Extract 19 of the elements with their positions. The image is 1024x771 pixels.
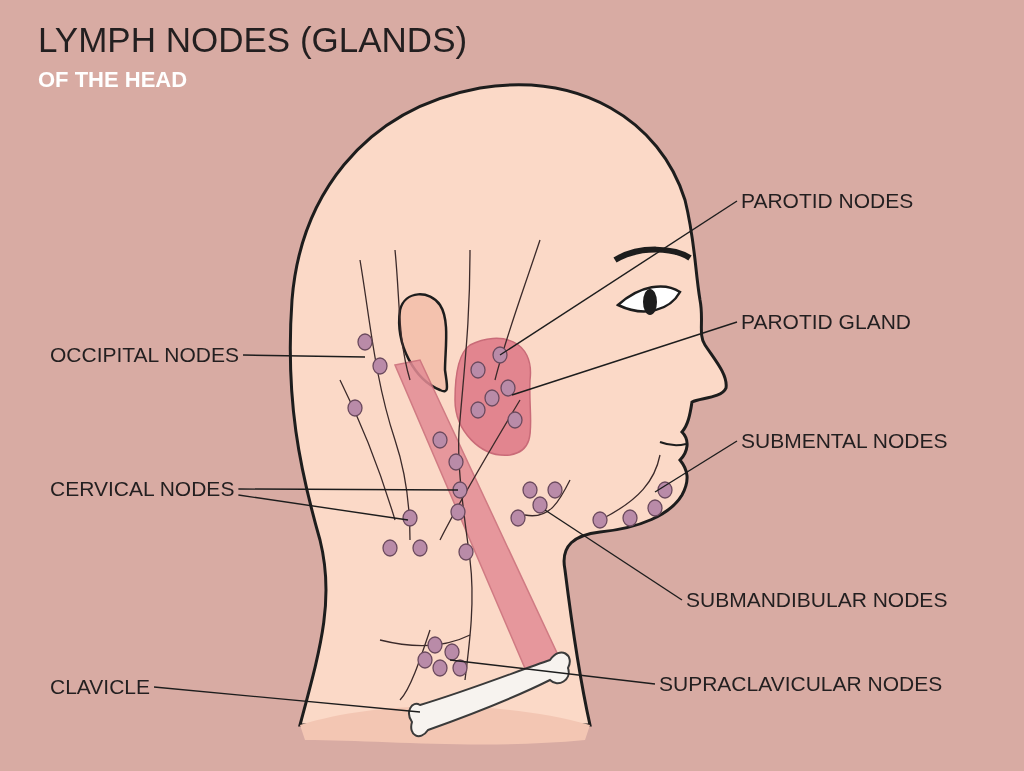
part-label: PAROTID NODES bbox=[741, 189, 914, 213]
leader-line bbox=[242, 354, 366, 358]
part-label: SUBMANDIBULAR NODES bbox=[686, 588, 948, 612]
part-label: CLAVICLE bbox=[50, 675, 150, 699]
part-label: SUBMENTAL NODES bbox=[741, 429, 948, 453]
part-label: PAROTID GLAND bbox=[741, 310, 911, 334]
part-label: SUPRACLAVICULAR NODES bbox=[659, 672, 943, 696]
leader-line bbox=[654, 440, 738, 493]
leader-line bbox=[237, 488, 459, 491]
title: LYMPH NODES (GLANDS) bbox=[38, 20, 468, 60]
leader-line bbox=[499, 200, 738, 356]
leader-line bbox=[544, 509, 683, 601]
leader-line bbox=[237, 494, 409, 521]
part-label: OCCIPITAL NODES bbox=[50, 343, 240, 367]
leader-line bbox=[449, 659, 656, 685]
subtitle: OF THE HEAD bbox=[38, 67, 188, 93]
part-label: CERVICAL NODES bbox=[50, 477, 235, 501]
leader-line bbox=[153, 686, 421, 713]
leader-line bbox=[511, 321, 738, 396]
